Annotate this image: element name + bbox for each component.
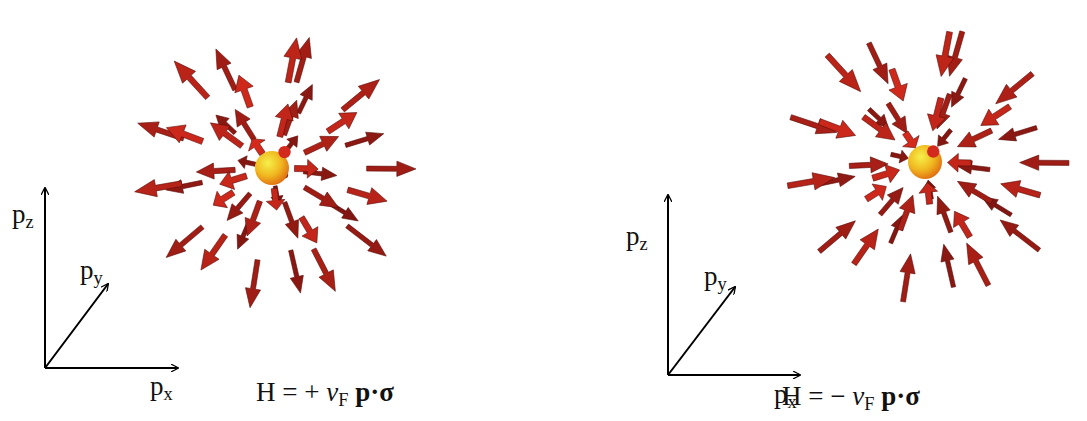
field-arrow	[938, 129, 953, 147]
field-arrow	[952, 78, 968, 108]
field-arrow	[341, 80, 380, 112]
field-arrow	[266, 188, 285, 210]
field-arrow	[299, 216, 318, 243]
axis-label: pz	[12, 200, 34, 230]
field-arrow	[135, 180, 183, 197]
field-arrow	[849, 157, 888, 173]
axis-line	[45, 284, 108, 368]
axis-label: py	[704, 262, 727, 292]
field-arrow	[303, 185, 338, 208]
hamiltonian-equation: H = − vF p·σ	[782, 382, 920, 412]
field-arrow	[967, 243, 991, 286]
axis-line	[44, 188, 46, 368]
field-arrow	[862, 115, 895, 140]
field-arrow	[166, 225, 204, 258]
field-arrow	[166, 125, 203, 144]
field-arrow	[941, 244, 956, 287]
field-arrow	[345, 132, 384, 147]
field-arrow	[213, 190, 235, 208]
hamiltonian-equation: H = + vF p·σ	[256, 378, 394, 408]
field-arrow	[998, 126, 1037, 141]
field-arrow	[235, 109, 256, 140]
field-arrow	[238, 156, 256, 169]
axis-label: py	[80, 256, 103, 286]
axis-label: pz	[626, 222, 648, 252]
field-arrow	[1020, 155, 1069, 170]
field-arrow	[867, 42, 888, 84]
field-arrow	[367, 161, 416, 176]
field-arrow	[347, 187, 387, 204]
field-arrow	[326, 113, 357, 135]
field-arrow	[954, 211, 973, 238]
arrow-dot	[278, 146, 290, 158]
hedgehog-source	[135, 38, 416, 308]
axis-line	[667, 195, 669, 375]
field-arrow	[919, 183, 938, 205]
field-arrow	[201, 233, 228, 270]
axes-right	[668, 195, 800, 375]
field-arrow	[903, 131, 920, 148]
field-arrow	[818, 221, 856, 254]
field-arrow	[996, 71, 1035, 103]
field-arrow	[216, 49, 237, 91]
field-arrow	[235, 75, 253, 108]
field-arrow	[818, 119, 855, 138]
field-arrow	[284, 38, 302, 83]
field-arrow	[957, 128, 992, 147]
field-arrow	[889, 68, 907, 101]
field-arrow	[1001, 181, 1041, 198]
axes-left	[45, 188, 178, 368]
field-arrow	[294, 159, 318, 178]
field-arrow	[282, 201, 298, 238]
field-arrow	[900, 254, 915, 302]
field-arrow	[220, 171, 248, 189]
field-arrow	[898, 195, 915, 231]
field-arrow	[947, 153, 971, 172]
hedgehog-sink	[787, 31, 1069, 302]
field-arrow	[245, 259, 260, 307]
field-arrow	[957, 181, 992, 204]
weyl-node-sphere	[908, 145, 942, 179]
axis-line	[45, 367, 178, 369]
field-arrow	[852, 229, 879, 266]
field-arrow	[825, 53, 861, 92]
field-arrow	[289, 250, 304, 293]
field-arrow	[311, 248, 335, 291]
arrow-dot	[927, 145, 939, 157]
field-arrow	[927, 97, 945, 131]
field-arrow	[346, 224, 387, 256]
axis-line	[668, 287, 735, 375]
field-arrow	[245, 200, 262, 236]
field-arrow	[937, 196, 953, 233]
field-arrow	[1000, 220, 1041, 252]
field-arrow	[872, 165, 900, 183]
field-arrow	[890, 150, 908, 163]
field-arrow	[787, 173, 835, 190]
field-arrow	[297, 85, 313, 115]
field-arrow	[936, 31, 954, 76]
field-arrow	[210, 123, 243, 148]
field-arrow	[249, 139, 266, 156]
field-arrow	[174, 61, 210, 100]
field-arrow	[275, 104, 293, 138]
field-arrow	[303, 136, 338, 155]
field-arrow	[981, 104, 1012, 126]
axis-label: px	[150, 372, 173, 402]
field-arrow	[865, 184, 887, 202]
axis-line	[668, 374, 800, 376]
